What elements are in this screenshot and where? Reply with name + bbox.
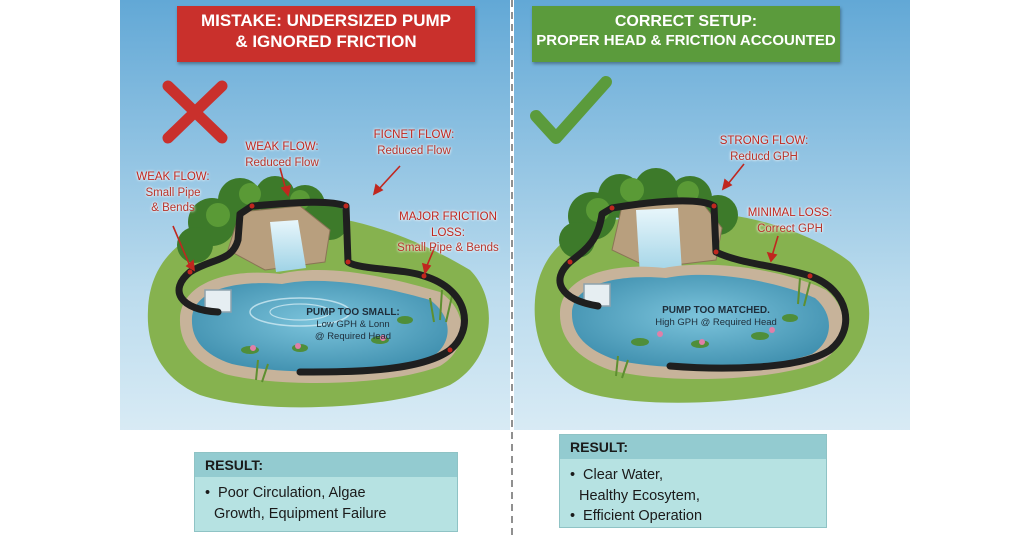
left-waterfall — [270, 220, 306, 272]
result-item-text: Growth, Equipment Failure — [214, 505, 387, 522]
pump-title: PUMP TOO MATCHED. — [662, 305, 770, 316]
label-line: Reducd GPH — [730, 150, 798, 163]
mistake-banner-line1: MISTAKE: UNDERSIZED PUMP — [201, 11, 451, 30]
label-title: MAJOR FRICTION LOSS: — [399, 211, 497, 239]
result-list: • Clear Water, Healthy Ecosytem, • Effic… — [560, 459, 826, 527]
result-item-text: Clear Water, — [583, 467, 664, 483]
result-item: Healthy Ecosytem, — [570, 486, 816, 507]
pump-line: Low GPH & Lonn — [316, 319, 390, 330]
label-title: MINIMAL LOSS: — [747, 207, 833, 219]
label-title: WEAK FLOW: — [245, 141, 319, 153]
right-waterfall — [636, 208, 682, 276]
right-label-strong-flow: STRONG FLOW: Reducd GPH — [712, 134, 816, 165]
label-title: WEAK FLOW: — [136, 171, 210, 183]
pump-line: High GPH @ Required Head — [655, 317, 777, 328]
mistake-banner: MISTAKE: UNDERSIZED PUMP & IGNORED FRICT… — [177, 6, 475, 62]
left-arrows — [172, 165, 437, 275]
label-line: Reduced Flow — [377, 144, 451, 157]
label-line: & Bends — [151, 202, 195, 215]
checkmark-icon — [530, 76, 612, 144]
mistake-banner-line2: & IGNORED FRICTION — [235, 31, 417, 51]
result-item: • Clear Water, — [570, 467, 664, 483]
left-pump-label: PUMP TOO SMALL: Low GPH & Lonn @ Require… — [298, 306, 408, 344]
right-result-box: RESULT: • Clear Water, Healthy Ecosytem,… — [559, 434, 827, 528]
result-item-text: Healthy Ecosytem, — [579, 487, 700, 504]
left-label-weak-flow-pipe: WEAK FLOW: Small Pipe & Bends — [130, 170, 216, 217]
result-item: Growth, Equipment Failure — [205, 504, 447, 525]
label-line: Correct GPH — [757, 222, 823, 235]
correct-banner: CORRECT SETUP: PROPER HEAD & FRICTION AC… — [532, 6, 840, 62]
result-item-text: Poor Circulation, Algae — [218, 485, 366, 501]
result-heading: RESULT: — [560, 435, 826, 459]
label-line: Reduced Flow — [245, 156, 319, 169]
label-line: Small Pipe — [145, 186, 201, 199]
pump-line: @ Required Head — [314, 331, 392, 343]
cross-icon — [162, 80, 228, 144]
left-result-box: RESULT: • Poor Circulation, Algae Growth… — [194, 452, 458, 532]
correct-banner-line1: CORRECT SETUP: — [614, 13, 758, 30]
left-label-weak-flow-reduced: WEAK FLOW: Reduced Flow — [232, 140, 332, 171]
correct-banner-line2: PROPER HEAD & FRICTION ACCOUNTED — [536, 31, 836, 49]
result-item-text: Efficient Operation — [583, 508, 703, 525]
right-pump-label: PUMP TOO MATCHED. High GPH @ Required He… — [642, 304, 790, 329]
left-pond-group — [147, 80, 489, 408]
left-label-major-friction: MAJOR FRICTION LOSS: Small Pipe & Bends — [386, 210, 510, 257]
label-line: Small Pipe & Bends — [397, 242, 499, 255]
right-pond-group — [530, 76, 870, 403]
right-arrows — [721, 163, 779, 263]
right-label-minimal-loss: MINIMAL LOSS: Correct GPH — [740, 206, 840, 237]
result-list: • Poor Circulation, Algae Growth, Equipm… — [195, 477, 457, 524]
pump-title: PUMP TOO SMALL: — [306, 307, 400, 318]
label-title: STRONG FLOW: — [719, 135, 809, 147]
left-label-ficnet-flow: FICNET FLOW: Reduced Flow — [364, 128, 464, 159]
result-heading: RESULT: — [195, 453, 457, 477]
result-item: • Efficient Operation — [570, 508, 703, 525]
result-item: • Poor Circulation, Algae — [205, 485, 366, 501]
label-title: FICNET FLOW: — [373, 129, 455, 141]
